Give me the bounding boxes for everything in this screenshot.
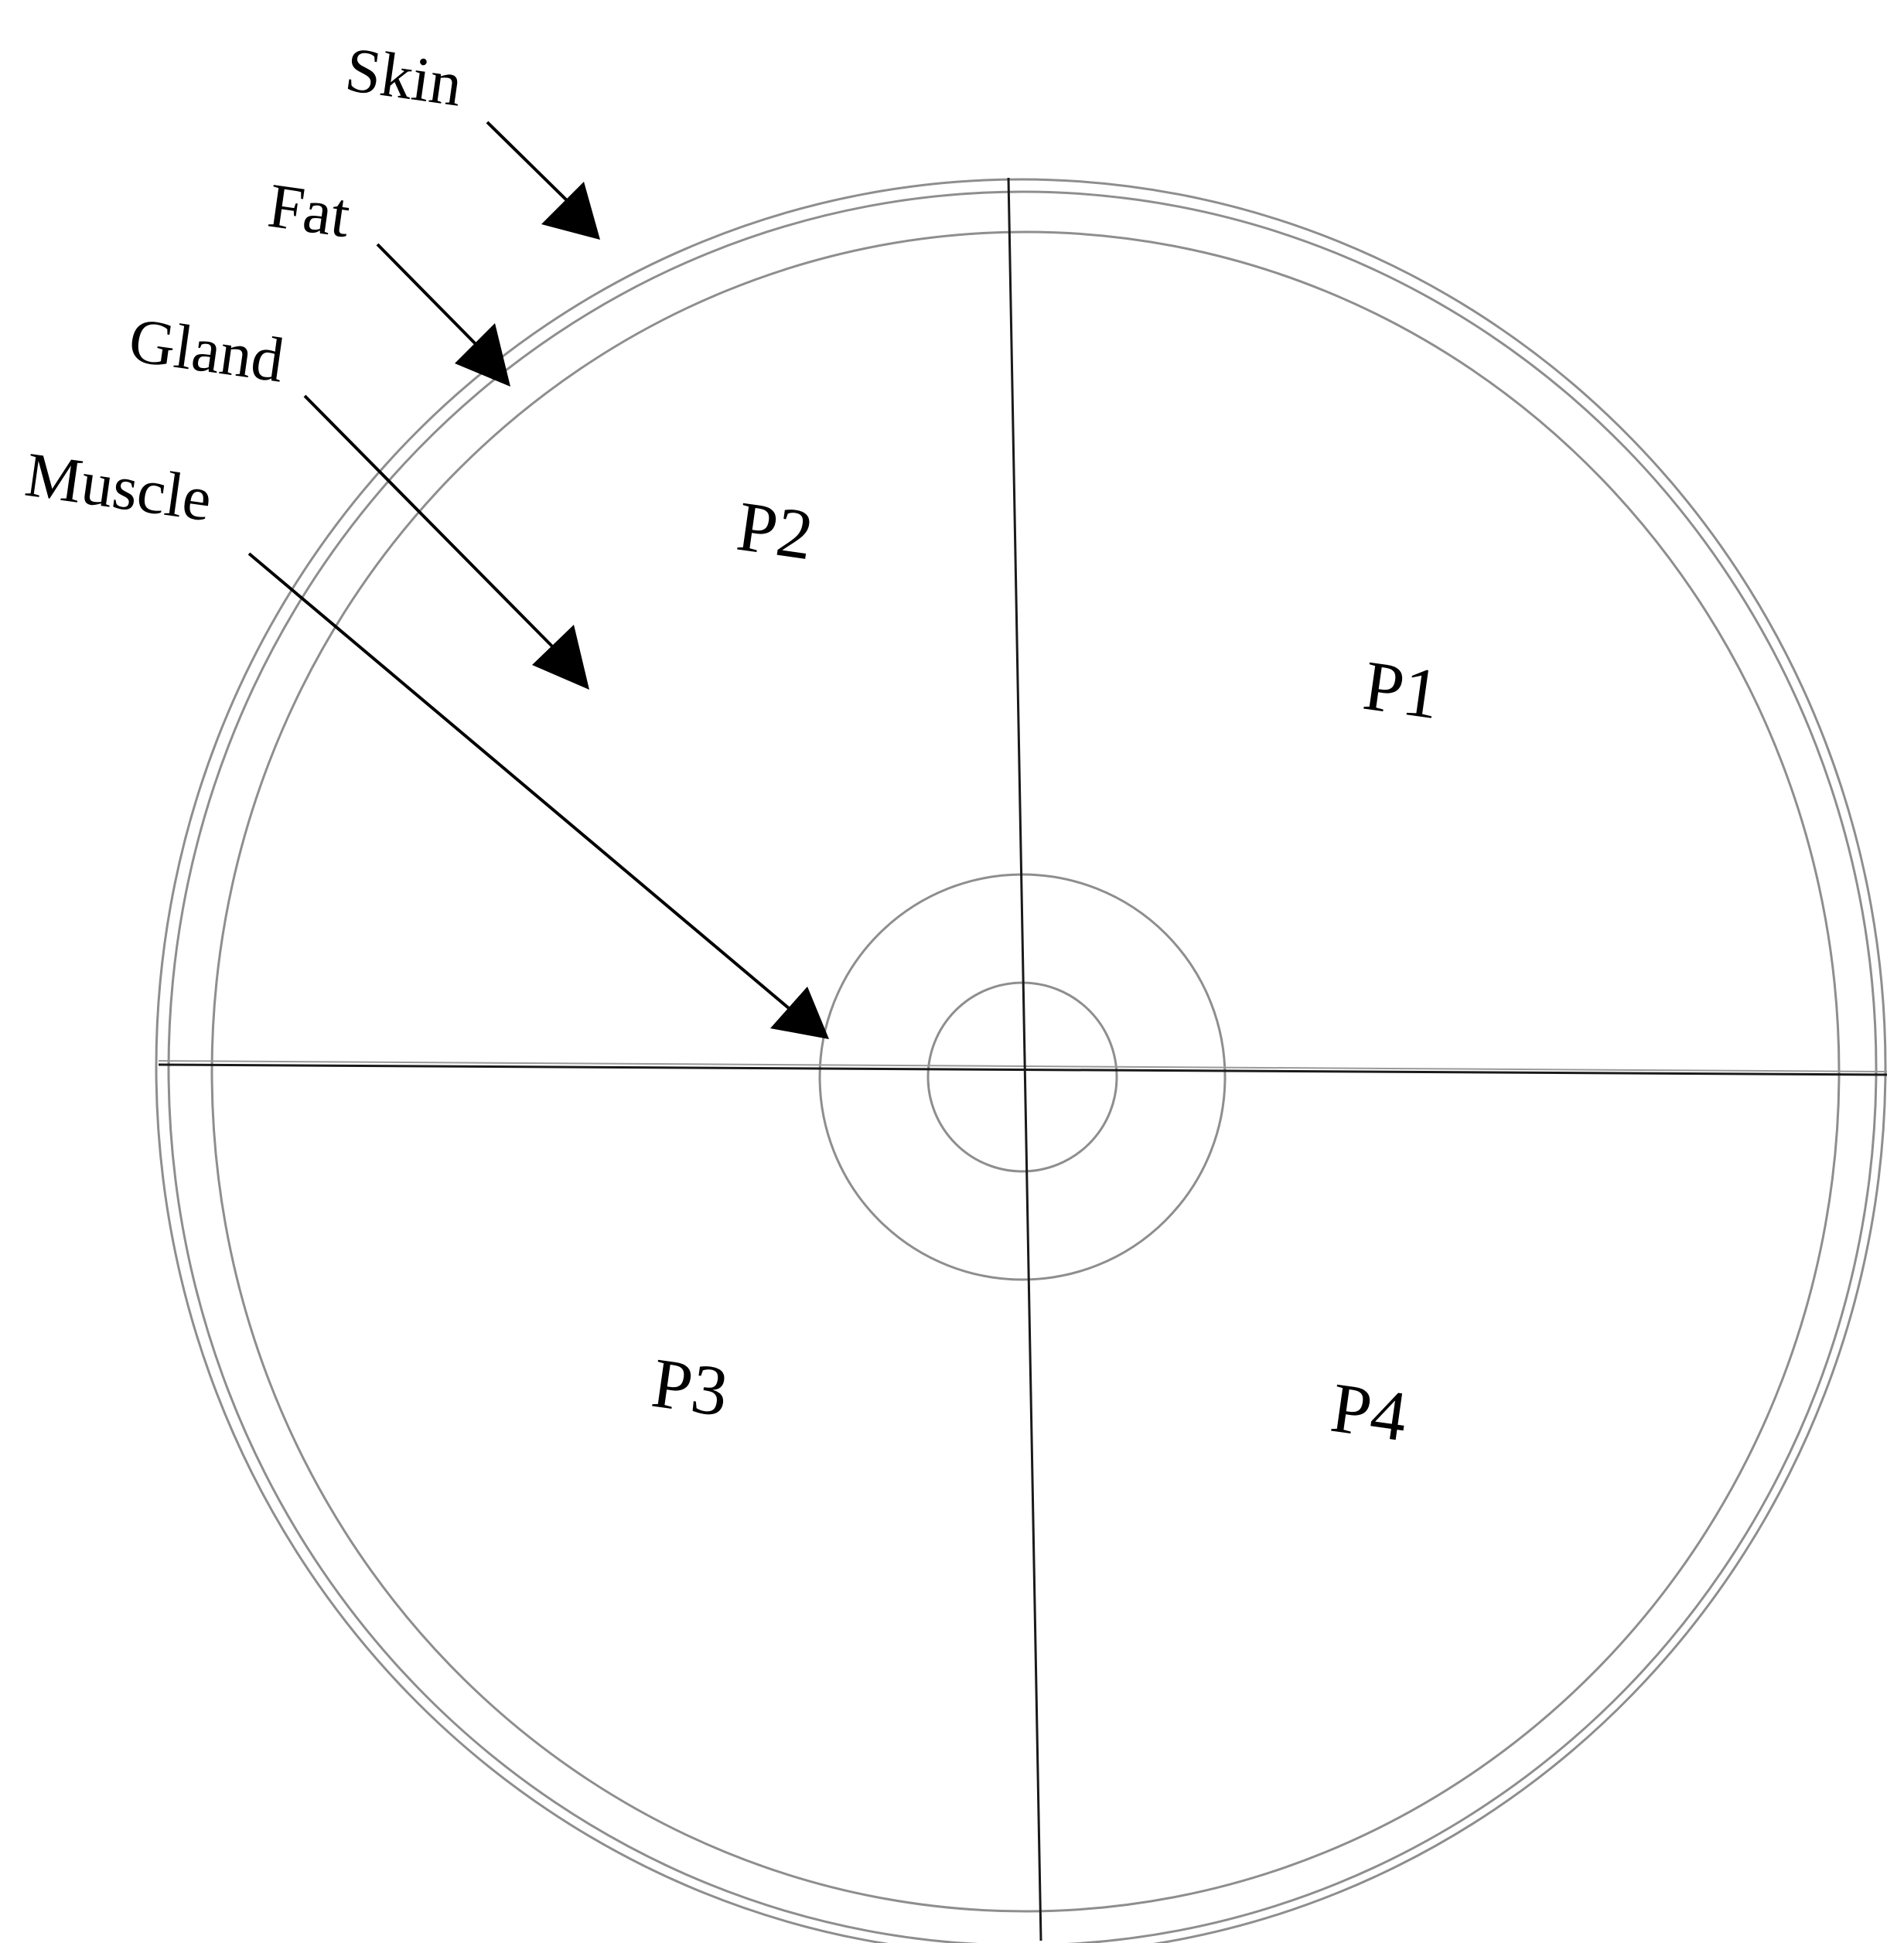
quadrant-label-p2: P2 [732,486,817,575]
gland-arrow-head [532,625,589,690]
horizontal-axis-shadow [158,1060,1888,1072]
quadrant-label-p4: P4 [1326,1368,1411,1457]
muscle-arrow-head [770,987,829,1039]
inner-core-ring [926,981,1118,1173]
skin-outer-ring [155,178,1887,1943]
fat-label: Fat [264,170,354,251]
quadrant-labels: P1 P2 P3 P4 [647,486,1444,1457]
fat-arrow-head [455,323,510,387]
skin-arrow-head [541,182,600,240]
quadrant-axes [158,177,1888,1941]
quadrant-label-p3: P3 [647,1343,732,1432]
horizontal-axis [158,1063,1888,1076]
callout-arrows [247,121,829,1039]
tissue-rings [155,178,1887,1943]
quadrant-label-p1: P1 [1359,646,1444,735]
skin-inner-ring [167,190,1878,1943]
gland-arrow-line [303,394,560,654]
skin-arrow-line [486,121,575,209]
muscle-arrow-line [247,552,790,1010]
gland-label: Gland [125,305,288,396]
vertical-axis [1007,177,1042,1941]
callout-labels: Skin Fat Gland Muscle [21,34,466,535]
muscle-label: Muscle [21,439,216,535]
skin-label: Skin [341,34,466,120]
fat-arrow-line [376,243,483,351]
